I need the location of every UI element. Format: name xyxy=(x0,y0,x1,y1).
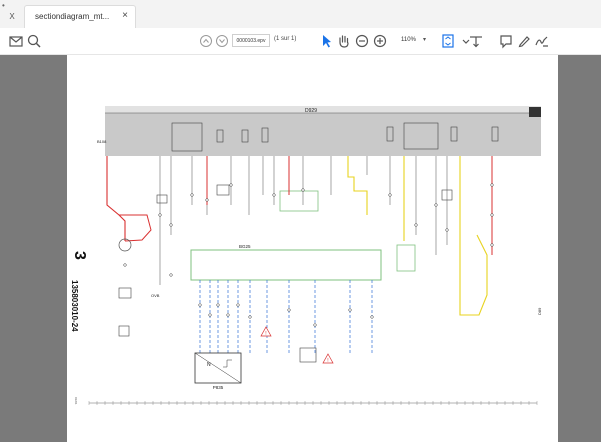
next-page-icon[interactable] xyxy=(214,33,230,49)
top-bus-header xyxy=(105,106,541,113)
section-number: 3 xyxy=(71,251,88,260)
wire-node xyxy=(490,183,494,187)
yellow-wire-a xyxy=(347,156,368,215)
left-tag-label: B108 xyxy=(97,139,107,144)
wire-node xyxy=(169,223,173,227)
zoom-in-icon[interactable] xyxy=(372,33,388,49)
connector-box-d xyxy=(299,347,317,363)
wire-node xyxy=(190,193,194,197)
upper-green-box xyxy=(279,190,319,212)
switch-box-left xyxy=(156,194,168,204)
fuse-a xyxy=(216,129,224,143)
fuse-d xyxy=(386,126,394,142)
connector-box-c xyxy=(118,325,130,337)
tab-strip: • X sectiondiagram_mt... × xyxy=(0,0,601,29)
module-symbol-n: N xyxy=(207,362,211,368)
connector-box-e xyxy=(441,189,453,201)
wiring-diagram: D929 BG25 xyxy=(70,106,542,405)
top-bus-end-block xyxy=(529,107,541,117)
wire-node xyxy=(414,223,418,227)
connector-box-b xyxy=(118,287,132,299)
document-code: 135803010-24 xyxy=(70,280,79,332)
fuse-f xyxy=(491,126,499,142)
document-tab[interactable]: sectiondiagram_mt... × xyxy=(24,5,136,28)
wire-node xyxy=(301,188,305,192)
fuse-c xyxy=(261,127,269,143)
wire-node xyxy=(198,303,202,307)
wire-node xyxy=(434,203,438,207)
sign-icon[interactable] xyxy=(534,33,550,49)
window-menu-dot[interactable]: • xyxy=(2,1,5,10)
email-icon[interactable] xyxy=(8,33,24,49)
wire-node xyxy=(272,193,276,197)
tab-title: sectiondiagram_mt... xyxy=(35,12,110,21)
mid-bus-frame xyxy=(190,249,382,281)
wire-node xyxy=(388,193,392,197)
red-wire-left xyxy=(106,156,126,241)
zoom-dropdown-caret[interactable]: ▾ xyxy=(423,37,427,43)
wire-node xyxy=(226,313,230,317)
wire-node xyxy=(169,273,173,277)
page-number-input[interactable]: 0000103.epv xyxy=(232,34,270,47)
wire-node xyxy=(287,308,291,312)
ovb-label: OVB xyxy=(151,293,160,298)
wire-node xyxy=(216,303,220,307)
connector-box-a xyxy=(216,184,230,196)
viewer-toolbar: 0000103.epv (1 sur 1) 110% ▾ xyxy=(0,28,601,55)
motor-symbol xyxy=(118,238,132,252)
scroll-mode-icon[interactable] xyxy=(468,33,484,49)
fit-dropdown-caret-icon[interactable] xyxy=(458,33,474,49)
document-viewport[interactable]: D929 BG25 xyxy=(0,55,601,442)
mid-bus-label: BG25 xyxy=(239,244,251,249)
wire-node xyxy=(123,263,127,267)
hand-tool-icon[interactable] xyxy=(336,33,352,49)
wire-node xyxy=(370,315,374,319)
warning-mark-b: ! xyxy=(327,358,328,364)
wire-node xyxy=(158,213,162,217)
previous-page-icon[interactable] xyxy=(198,33,214,49)
wire-node xyxy=(248,315,252,319)
side-note: 01/01 xyxy=(74,397,78,405)
wire-node xyxy=(236,303,240,307)
right-tag-label: D89 xyxy=(537,307,542,315)
wire-node xyxy=(490,243,494,247)
previous-tab-close[interactable]: X xyxy=(9,12,15,21)
top-bus-label: D929 xyxy=(305,108,317,114)
search-icon[interactable] xyxy=(26,33,42,49)
wire-node xyxy=(229,183,233,187)
module-label: P835 xyxy=(213,385,224,390)
relay-box-left xyxy=(171,122,203,152)
right-green-box xyxy=(396,244,416,272)
fit-page-icon[interactable] xyxy=(440,33,456,49)
wire-node xyxy=(205,198,209,202)
page-count: (1 sur 1) xyxy=(274,36,297,42)
fuse-b xyxy=(241,129,249,143)
warning-icon: ! xyxy=(322,353,334,364)
wire-node xyxy=(445,228,449,232)
red-wire-loop xyxy=(119,214,152,242)
pdf-page: D929 BG25 xyxy=(67,55,558,442)
fuse-e xyxy=(450,126,458,142)
zoom-out-icon[interactable] xyxy=(354,33,370,49)
comment-icon[interactable] xyxy=(498,33,514,49)
wire-node xyxy=(348,308,352,312)
wire-node xyxy=(313,323,317,327)
wire-node xyxy=(490,213,494,217)
warning-mark-a: ! xyxy=(265,331,266,337)
zoom-level-select[interactable]: 110% xyxy=(401,37,416,43)
yellow-wire-c xyxy=(459,156,488,316)
select-cursor-icon[interactable] xyxy=(318,33,334,49)
highlight-pen-icon[interactable] xyxy=(516,33,532,49)
relay-box-right xyxy=(403,122,439,150)
tab-close-icon[interactable]: × xyxy=(122,10,128,21)
top-bus-frame xyxy=(105,106,541,156)
warning-icon: ! xyxy=(260,326,272,337)
wire-node xyxy=(208,313,212,317)
